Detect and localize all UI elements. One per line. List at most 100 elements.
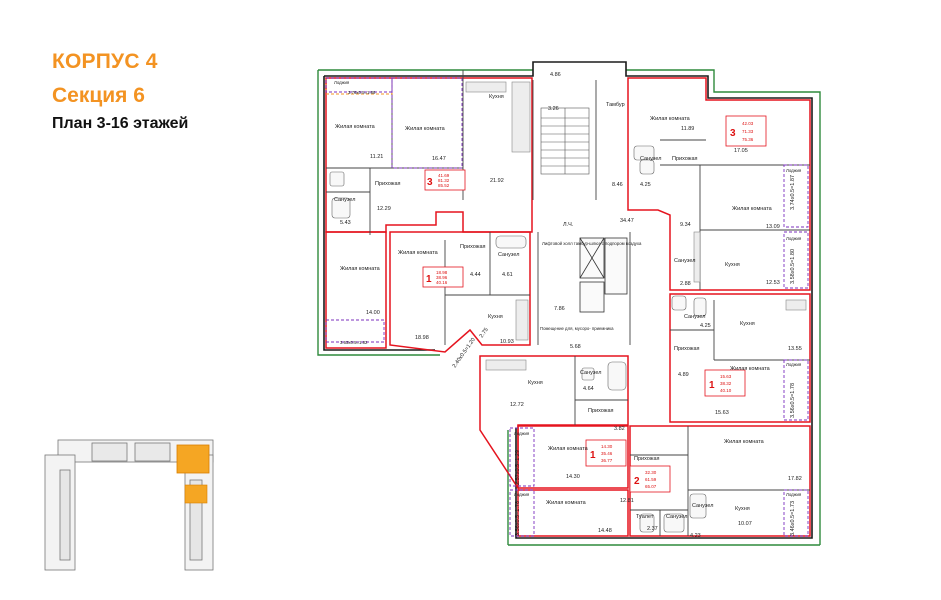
- room-label: Кухня: [735, 506, 750, 512]
- room-area: 21.92: [490, 178, 504, 184]
- room-area: 4.61: [502, 272, 513, 278]
- room-label: Прихожая: [634, 456, 660, 462]
- dim-label: 3.58x0.5=1.80: [790, 249, 796, 284]
- apt-c-room-count: 1: [426, 274, 432, 285]
- apt-a-room-count: 3: [427, 177, 433, 188]
- dim-label: 3.56x0.5=1.78: [790, 383, 796, 418]
- room-label: Санузел: [684, 314, 705, 320]
- room-label: Лоджия: [514, 431, 530, 436]
- room-area: 34.47: [620, 218, 634, 224]
- apt-d-room-count: 3: [730, 128, 736, 139]
- dim-label: 3.63x0.5=1.82: [340, 340, 368, 345]
- room-label: Жилая комната: [548, 446, 589, 452]
- room-area: 12.29: [377, 206, 391, 212]
- room-area: 4.44: [470, 272, 481, 278]
- room-area: 2.37: [647, 526, 658, 532]
- apt-d-area-3: 75.36: [742, 137, 754, 142]
- room-area: 17.82: [788, 476, 802, 482]
- room-area: 5.43: [340, 220, 351, 226]
- room-area: 11.21: [370, 154, 383, 160]
- room-label: Помещение для, мусоро- приемника: [540, 326, 614, 331]
- apt-a-area-2: 81.32: [438, 178, 450, 183]
- room-label: Жилая комната: [546, 500, 587, 506]
- apartment-g-outline: [517, 489, 629, 537]
- dim-label: 3.46x0.5=1.73: [790, 501, 796, 536]
- room-label: Кухня: [528, 380, 543, 386]
- apt-info-boxes: [422, 115, 767, 493]
- plumbing-fixtures: [329, 145, 707, 533]
- apt-g-area-3: 65.07: [645, 484, 657, 489]
- room-label: Кухня: [740, 321, 755, 327]
- room-label: Жилая комната: [398, 250, 439, 256]
- room-label: Прихожая: [672, 156, 698, 162]
- room-area: 4.89: [678, 372, 689, 378]
- apt-f-room-count: 1: [590, 450, 596, 461]
- room-label: Санузел: [498, 252, 519, 258]
- room-area: 10.07: [738, 521, 752, 527]
- room-area: 17.05: [734, 148, 748, 154]
- room-area: 3.82: [614, 426, 625, 432]
- room-label: Прихожая: [674, 346, 700, 352]
- room-label: Жилая комната: [732, 206, 773, 212]
- apt-c-area-2: 38.96: [436, 275, 448, 280]
- room-area: 4.64: [583, 386, 594, 392]
- room-label: Лоджия: [514, 492, 530, 497]
- apt-a-area-3: 85.52: [438, 183, 450, 188]
- balcony-outline: [317, 69, 821, 546]
- apt-c-area-3: 40.16: [436, 280, 448, 285]
- section-title: Секция 6: [52, 84, 145, 107]
- elevator-label: Л.Ч.: [563, 222, 574, 228]
- apt-d-area-2: 71.33: [742, 129, 754, 134]
- room-area: 4.86: [550, 72, 561, 78]
- elevator-shafts: [579, 237, 628, 313]
- room-label: Лоджия: [786, 362, 802, 367]
- apartment-f-bed-outline: [517, 425, 629, 489]
- apartment-h-outline: [629, 425, 811, 537]
- room-area: 4.25: [640, 182, 651, 188]
- room-area: 4.23: [690, 533, 701, 539]
- room-area: 12.53: [766, 280, 780, 286]
- room-area: 10.93: [500, 339, 514, 345]
- room-area: 14.00: [366, 310, 380, 316]
- room-label: Кухня: [725, 262, 740, 268]
- apt-g-room-count: 2: [634, 476, 640, 487]
- dim-label: 3.56x0.5=1.78: [515, 501, 521, 536]
- room-area: 5.68: [570, 344, 581, 350]
- apt-e-room-count: 1: [709, 380, 715, 391]
- apartment-a-outline: [325, 77, 533, 233]
- dim-label: 2.57x0.5=1.29: [515, 450, 521, 485]
- room-label: Лоджия: [786, 168, 802, 173]
- room-area: 12.81: [620, 498, 634, 504]
- room-label: Санузел: [692, 503, 713, 509]
- room-area: 14.30: [566, 474, 580, 480]
- apt-d-area-1: 42.03: [742, 121, 754, 126]
- room-area: 3.26: [548, 106, 559, 112]
- room-label: Прихожая: [588, 408, 614, 414]
- room-label: Санузел: [640, 156, 661, 162]
- apartment-f-outline: [479, 355, 629, 491]
- room-area: 13.55: [788, 346, 802, 352]
- apartment-c-outline: [389, 231, 531, 353]
- room-label: Туалет: [636, 514, 654, 520]
- room-area: 15.63: [715, 410, 729, 416]
- apartment-d-outline: [627, 77, 811, 291]
- building-title: КОРПУС 4: [52, 50, 158, 73]
- floor-plan-title: План 3-16 этажей: [52, 115, 189, 132]
- exterior-walls: [323, 61, 813, 539]
- room-area: 14.48: [598, 528, 612, 534]
- room-label: Санузел: [334, 197, 355, 203]
- room-label: Кухня: [489, 94, 504, 100]
- stairwell: [540, 107, 590, 175]
- room-label: Лоджия: [786, 492, 802, 497]
- room-area: 7.86: [554, 306, 565, 312]
- apt-e-area-3: 40.10: [720, 388, 732, 393]
- room-label: Жилая комната: [724, 439, 765, 445]
- loggia-dims: [325, 77, 809, 537]
- apt-a-area-1: 41.69: [438, 173, 450, 178]
- room-area: 8.46: [612, 182, 623, 188]
- room-label: Тамбур: [606, 102, 625, 108]
- room-label: Санузел: [674, 258, 695, 264]
- room-label: Лоджия: [334, 80, 350, 85]
- kitchen-counters: [465, 81, 807, 371]
- apt-g-area-2: 61.59: [645, 477, 657, 482]
